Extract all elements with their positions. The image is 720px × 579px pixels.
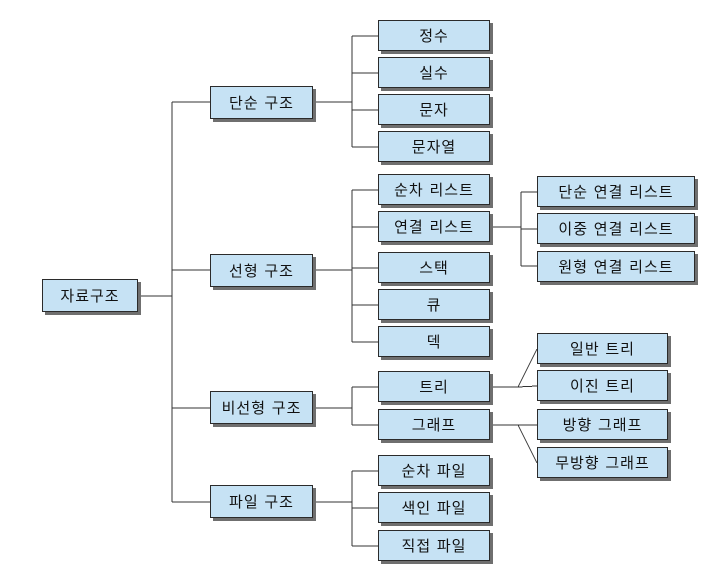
linked-single: 단순 연결 리스트 [537, 176, 695, 207]
category-linear: 선형 구조 [210, 254, 313, 287]
tree-diagonal [517, 385, 538, 388]
simple-string: 문자열 [378, 131, 490, 162]
simple-char: 문자 [378, 94, 490, 125]
simple-integer: 정수 [378, 20, 490, 51]
file-sequential: 순차 파일 [378, 455, 490, 486]
simple-real: 실수 [378, 57, 490, 88]
linear-linked-list: 연결 리스트 [378, 211, 490, 242]
category-file: 파일 구조 [210, 485, 313, 518]
linked-circular: 원형 연결 리스트 [537, 251, 695, 282]
category-simple: 단순 구조 [210, 86, 313, 119]
graph-directed: 방향 그래프 [537, 409, 668, 440]
linear-stack: 스택 [378, 252, 490, 283]
root-node: 자료구조 [42, 279, 138, 312]
linear-sequential-list: 순차 리스트 [378, 174, 490, 205]
tree-diagonal [517, 348, 538, 388]
tree-general: 일반 트리 [537, 333, 668, 364]
graph-undirected: 무방향 그래프 [537, 447, 668, 478]
tree-binary: 이진 트리 [537, 370, 668, 401]
category-nonlinear: 비선형 구조 [210, 391, 313, 424]
graph-diagonal [517, 424, 538, 464]
nonlinear-tree: 트리 [378, 371, 490, 402]
linked-double: 이중 연결 리스트 [537, 213, 695, 244]
file-direct: 직접 파일 [378, 530, 490, 561]
nonlinear-graph: 그래프 [378, 409, 490, 440]
linear-queue: 큐 [378, 289, 490, 320]
file-indexed: 색인 파일 [378, 492, 490, 523]
linear-deque: 덱 [378, 326, 490, 357]
